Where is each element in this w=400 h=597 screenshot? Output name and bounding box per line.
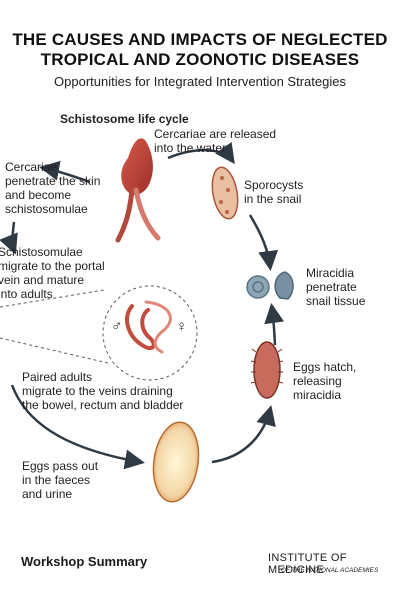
label-line: into adults bbox=[0, 287, 53, 301]
publisher-subtitle: OF THE NATIONAL ACADEMIES bbox=[281, 567, 379, 574]
label-miracidia-penetrate: Miracidia penetrate snail tissue bbox=[306, 266, 365, 308]
arrow-adults-to-egg bbox=[10, 384, 145, 470]
workshop-summary-label: Workshop Summary bbox=[21, 554, 148, 569]
arrow-released-to-sporocysts bbox=[167, 141, 235, 165]
miracidium-figure bbox=[250, 341, 284, 399]
label-line: into the water bbox=[154, 141, 227, 155]
label-line: snail tissue bbox=[306, 294, 366, 308]
label-line: Eggs pass out bbox=[22, 459, 99, 473]
label-line: penetrate bbox=[306, 280, 357, 294]
arrow-egg-to-hatch bbox=[211, 405, 276, 464]
snail-figures bbox=[246, 271, 294, 300]
male-symbol: ♂ bbox=[111, 318, 123, 335]
paired-adults-figure bbox=[125, 300, 172, 354]
label-cercariae-released: Cercariae are released into the water bbox=[154, 127, 276, 155]
label-schistosomulae-migrate: Schistosomulae migrate to the portal vei… bbox=[0, 245, 105, 301]
arrow-miracidia-up bbox=[264, 303, 285, 346]
arrow-cercariae-to-penetrate bbox=[39, 160, 91, 184]
cercaria-figure bbox=[115, 138, 161, 243]
label-sporocysts: Sporocysts in the snail bbox=[244, 178, 303, 206]
label-line: penetrate the skin bbox=[5, 174, 101, 188]
label-line: Miracidia bbox=[306, 266, 355, 280]
label-line: migrate to the portal bbox=[0, 259, 105, 273]
book-subtitle: Opportunities for Integrated Interventio… bbox=[54, 74, 346, 89]
life-cycle-illustration bbox=[0, 138, 294, 503]
label-line: Cercariae are released bbox=[154, 127, 277, 141]
label-line: releasing bbox=[293, 374, 342, 388]
label-line: vein and mature bbox=[0, 273, 85, 287]
label-eggs-pass-out: Eggs pass out in the faeces and urine bbox=[22, 459, 98, 501]
label-line: and urine bbox=[22, 487, 73, 501]
diagram-title: Schistosome life cycle bbox=[60, 112, 189, 126]
label-cercariae-penetrate: Cercariae penetrate the skin and become … bbox=[5, 160, 100, 216]
adults-inset-circle bbox=[102, 285, 198, 381]
label-line: migrate to the veins draining bbox=[22, 384, 173, 398]
book-title: THE CAUSES AND IMPACTS OF NEGLECTED TROP… bbox=[0, 30, 400, 70]
title-line-1: THE CAUSES AND IMPACTS OF NEGLECTED bbox=[12, 30, 388, 49]
title-line-2: TROPICAL AND ZOONOTIC DISEASES bbox=[40, 50, 360, 69]
publisher-name: INSTITUTE OF MEDICINE bbox=[268, 552, 347, 576]
label-line: schistosomulae bbox=[5, 202, 88, 216]
label-line: Cercariae bbox=[5, 160, 58, 174]
egg-figure bbox=[152, 421, 200, 503]
label-line: in the snail bbox=[244, 192, 302, 206]
label-paired-adults: Paired adults migrate to the veins drain… bbox=[22, 370, 183, 412]
label-line: miracidia bbox=[293, 388, 342, 402]
arrow-sporocysts-down bbox=[248, 214, 279, 271]
label-line: the bowel, rectum and bladder bbox=[22, 398, 184, 412]
label-line: Eggs hatch, bbox=[293, 360, 357, 374]
label-line: Schistosomulae bbox=[0, 245, 83, 259]
label-line: and become bbox=[5, 188, 72, 202]
label-line: Sporocysts bbox=[244, 178, 304, 192]
sporocyst-figure bbox=[211, 166, 239, 220]
label-eggs-hatch: Eggs hatch, releasing miracidia bbox=[293, 360, 356, 402]
arrow-penetrate-down bbox=[0, 221, 18, 255]
female-symbol: ♀ bbox=[176, 318, 188, 335]
label-line: Paired adults bbox=[22, 370, 93, 384]
label-line: in the faeces bbox=[22, 473, 91, 487]
